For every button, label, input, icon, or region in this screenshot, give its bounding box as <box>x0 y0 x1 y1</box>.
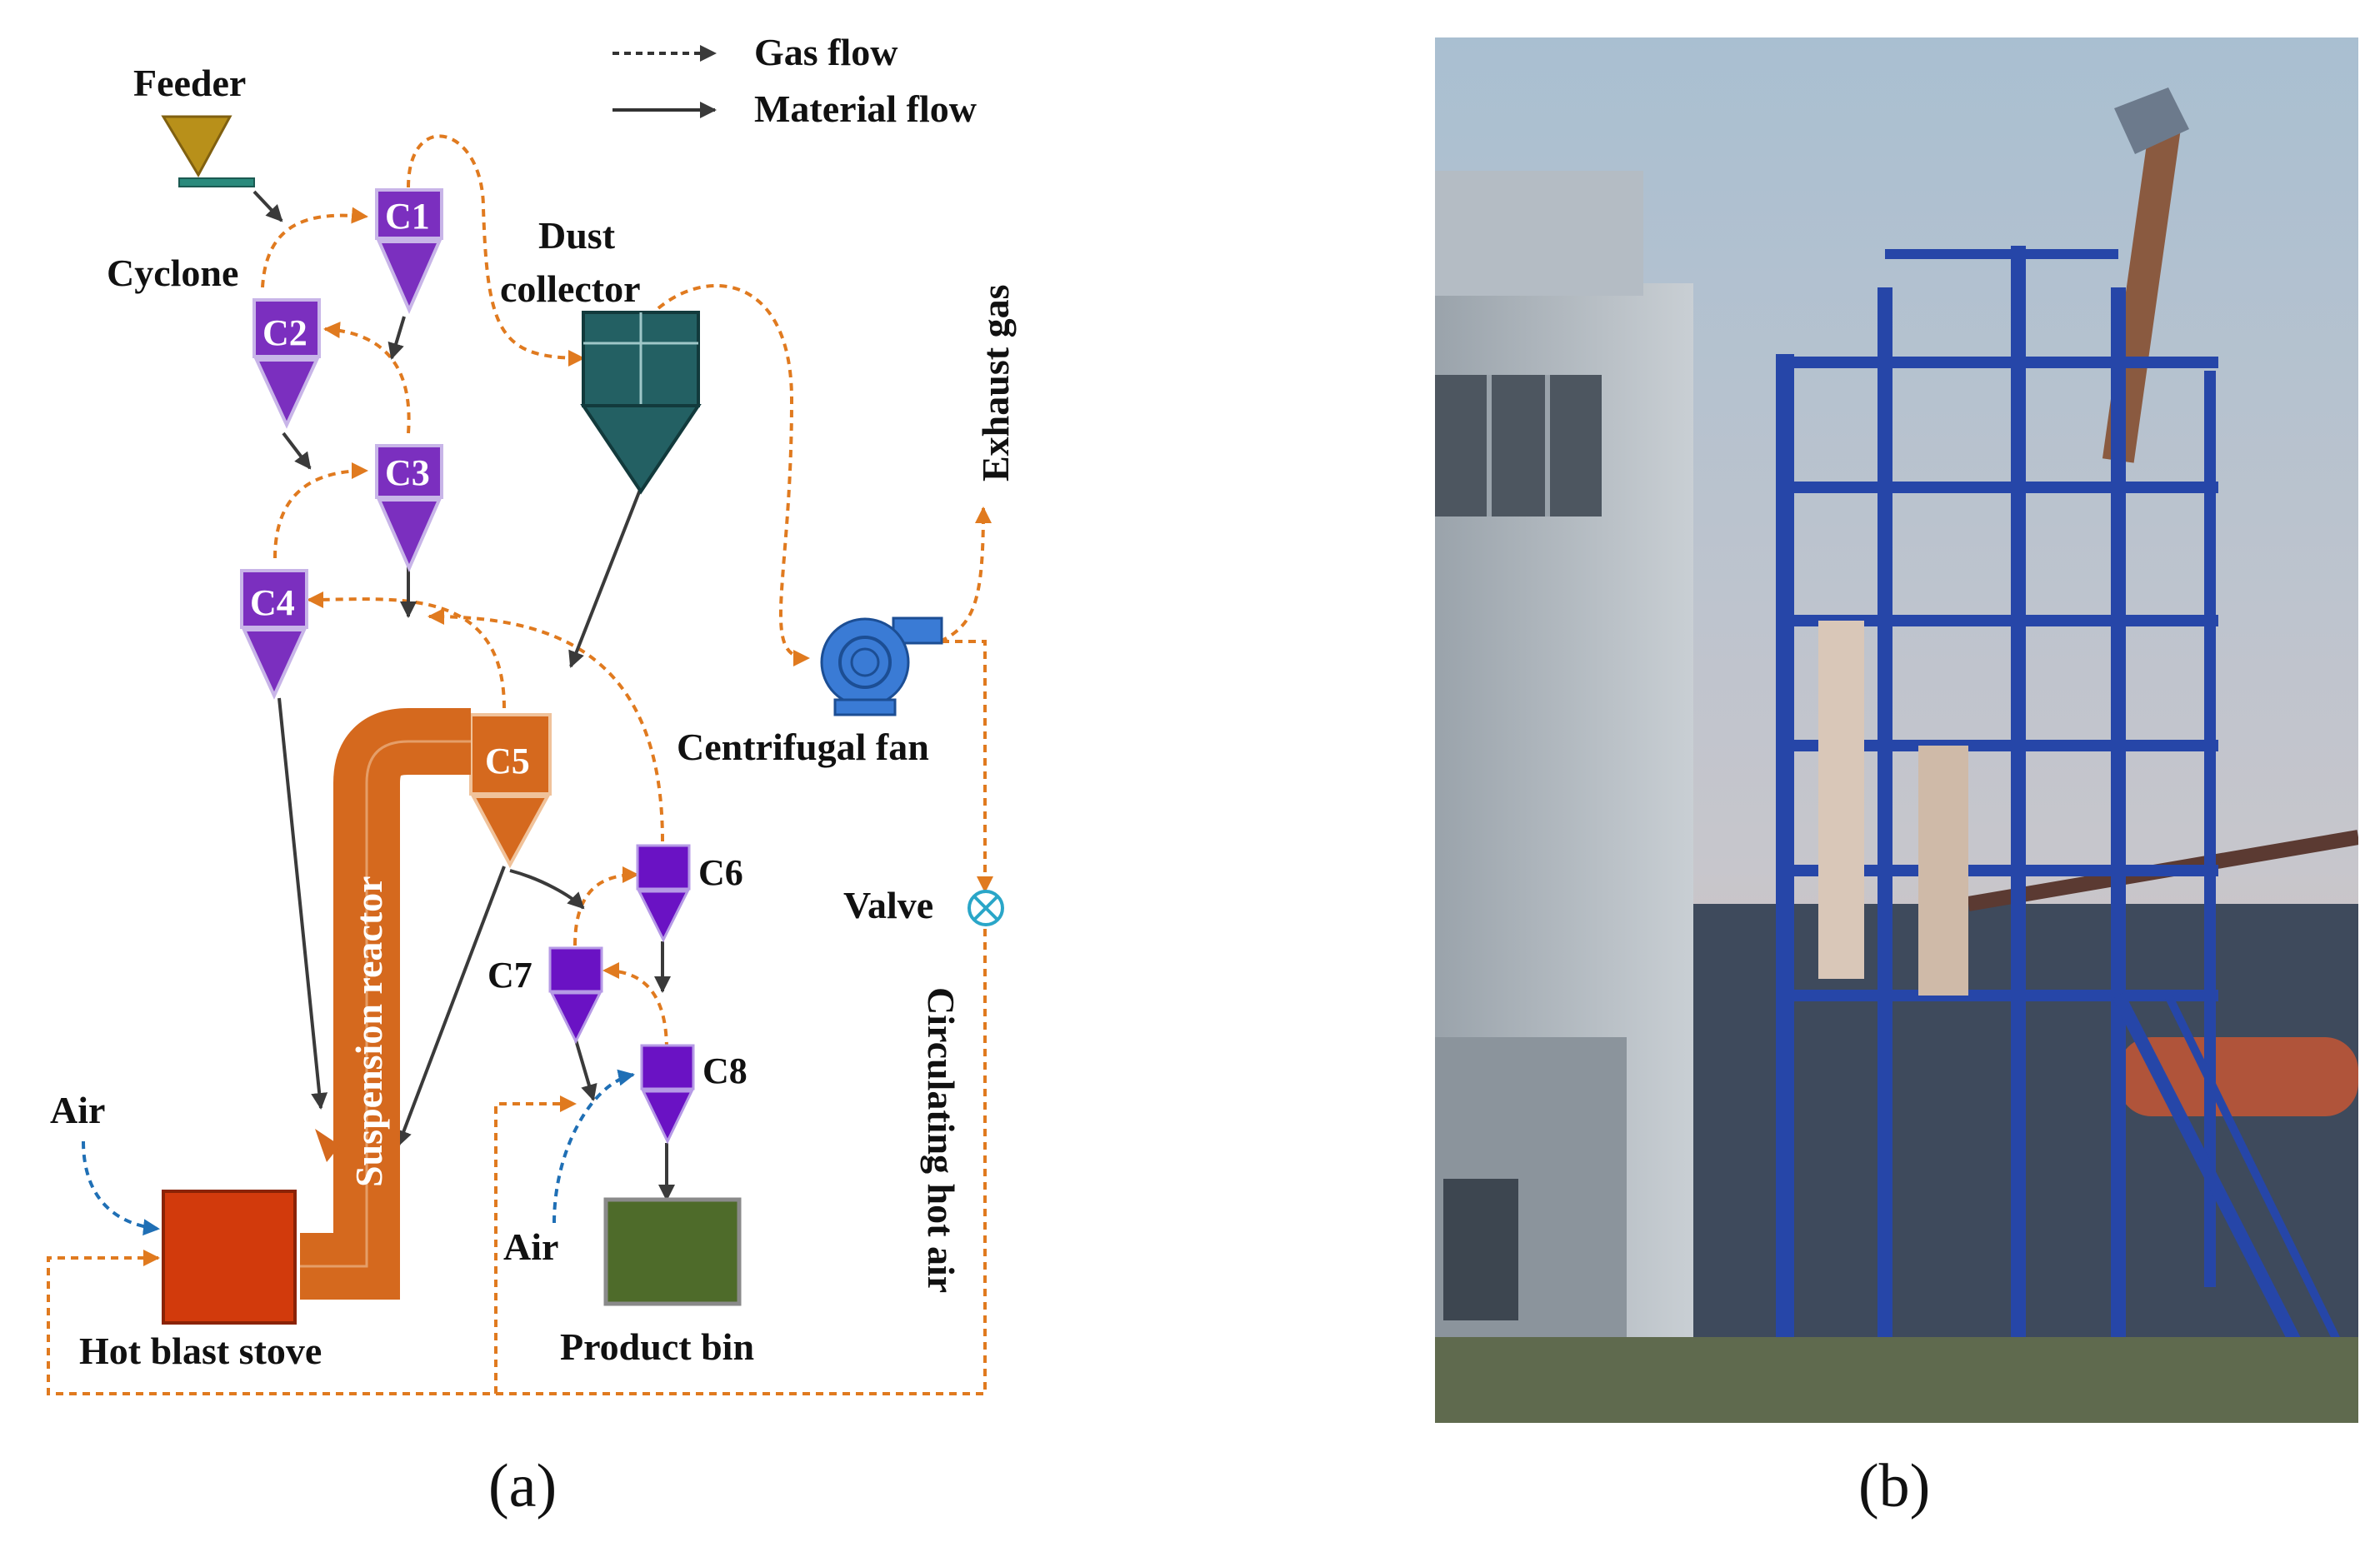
fan-housing <box>820 617 910 707</box>
product-bin: Product bin <box>560 1197 754 1368</box>
gas-flow-c7-to-c6 <box>573 866 639 946</box>
hot-blast-stove-box <box>162 1190 297 1325</box>
cyclone-c5: C5 <box>469 713 552 869</box>
exhaust-gas-label: Exhaust gas <box>974 285 1017 482</box>
gas-flow-fan-to-exhaust <box>939 507 992 643</box>
gas-flow-legend-label: Gas flow <box>754 31 898 73</box>
caption-b: (b) <box>1858 1452 1931 1520</box>
cyclone-label: Cyclone <box>107 252 238 294</box>
cyclone-c4: C4 <box>240 569 308 700</box>
material-flow-legend-label: Material flow <box>754 87 977 130</box>
gas-flow-c5-to-c4 <box>307 591 506 709</box>
dust-collector: Dust collector <box>500 214 702 495</box>
gas-flow-fan-to-valve <box>942 640 993 893</box>
adjacent-building <box>1435 171 1693 1423</box>
caption-a: (a) <box>488 1452 558 1520</box>
product-bin-label: Product bin <box>560 1325 754 1368</box>
valve: Valve <box>843 884 1004 926</box>
dust-collector-hopper <box>580 404 702 495</box>
material-dust-to-reactor <box>568 489 642 668</box>
background-structure <box>1627 904 2358 1337</box>
gas-flow-lines <box>47 134 993 1395</box>
air-label-left: Air <box>50 1089 105 1131</box>
hot-blast-stove: Hot blast stove <box>79 1190 322 1372</box>
c5-label: C5 <box>485 741 530 781</box>
cyclone-c6: C6 <box>636 844 743 943</box>
circulating-hot-air-label: Circulating hot air <box>920 987 962 1293</box>
suspension-reactor: Suspension reactor <box>300 708 471 1300</box>
feeder: Feeder <box>133 62 255 187</box>
c2-label: C2 <box>262 312 308 353</box>
material-c1-to-c2 <box>388 316 406 360</box>
product-bin-box <box>603 1197 742 1306</box>
cyclone-c2: C2 <box>252 298 321 429</box>
suspension-reactor-label: Suspension reactor <box>348 876 390 1187</box>
preheater-vessel-1 <box>1818 621 1864 979</box>
rotary-kiln <box>2118 1037 2358 1116</box>
c4-label: C4 <box>250 582 295 623</box>
material-c5-to-c7 <box>509 869 585 910</box>
gas-flow-c6-to-c3-outlet <box>428 608 664 842</box>
material-c7-to-c8 <box>573 1036 598 1101</box>
c8-label: C8 <box>702 1050 748 1091</box>
material-c4-to-reactor <box>278 697 328 1110</box>
gas-flow-c2-to-c1 <box>261 207 368 288</box>
c3-label: C3 <box>385 452 430 493</box>
material-feeder-to-c1 <box>252 190 283 222</box>
air-to-c8 <box>552 1069 635 1224</box>
preheater-vessel-2 <box>1918 746 1968 996</box>
c1-label: C1 <box>385 196 430 237</box>
c7-label: C7 <box>488 955 532 996</box>
gas-flow-dust-collector-to-fan <box>657 284 810 666</box>
cyclone-c7: C7 <box>488 946 603 1045</box>
plant-photo <box>1435 37 2358 1423</box>
dust-collector-label-line2: collector <box>500 267 641 310</box>
air-label-mid: Air <box>503 1225 558 1268</box>
feeder-label: Feeder <box>133 62 246 104</box>
dust-collector-label-line1: Dust <box>538 214 616 257</box>
cyclone-c1: C1 <box>375 188 443 314</box>
material-c5-to-reactor <box>396 866 506 1147</box>
gas-flow-c3-to-c2 <box>323 322 411 434</box>
ground <box>1435 1337 2358 1423</box>
centrifugal-fan-label: Centrifugal fan <box>677 726 929 768</box>
c6-label: C6 <box>698 852 743 893</box>
legend: Gas flow Material flow <box>612 31 977 130</box>
cyclone-c3: C3 <box>375 444 443 572</box>
gas-flow-circulating-return <box>47 929 987 1395</box>
reactor-inlet-cone <box>315 1129 340 1162</box>
cyclone-c8: C8 <box>640 1044 748 1145</box>
air-flow-lines <box>82 1069 635 1236</box>
air-to-stove <box>82 1140 160 1236</box>
material-flow-lines <box>252 190 675 1201</box>
process-flow-diagram: Gas flow Material flow <box>47 31 1017 1395</box>
material-c2-to-c3 <box>282 432 312 470</box>
gas-flow-c8-to-c7 <box>602 962 668 1050</box>
valve-label: Valve <box>843 884 933 926</box>
gas-flow-c4-to-c3 <box>273 462 368 559</box>
hot-blast-stove-label: Hot blast stove <box>79 1330 322 1372</box>
centrifugal-fan: Centrifugal fan <box>677 616 943 768</box>
gas-flow-c1-to-dust-collector <box>407 134 585 367</box>
stack-top <box>2114 87 2189 154</box>
feeder-hopper <box>161 115 232 178</box>
steel-tower <box>1776 246 2356 1374</box>
feeder-conveyor <box>178 177 255 187</box>
gas-flow-circulating-branch <box>494 1095 577 1394</box>
